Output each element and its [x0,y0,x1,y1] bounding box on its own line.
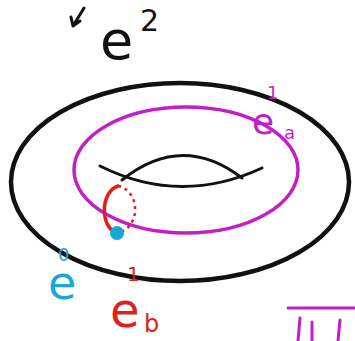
dimension-index: 1 [127,264,140,284]
down-arrow [71,8,84,26]
cell-index: a [284,124,295,142]
dimension-index: 0 [58,246,69,264]
cell-label: e [252,104,274,140]
partial-marks [288,308,355,341]
loop-b-front [104,186,118,233]
cell-label: e [48,260,76,306]
torus-hole-upper [122,155,242,180]
dimension-index: 1 [267,84,278,102]
cell-index: b [144,312,159,336]
torus-outline [11,83,349,281]
loop-b-back [117,186,135,233]
cell-label: e [110,286,140,334]
dimension-index: 2 [140,6,159,36]
cell-label: e [100,14,133,68]
vertex-dot [110,226,124,240]
